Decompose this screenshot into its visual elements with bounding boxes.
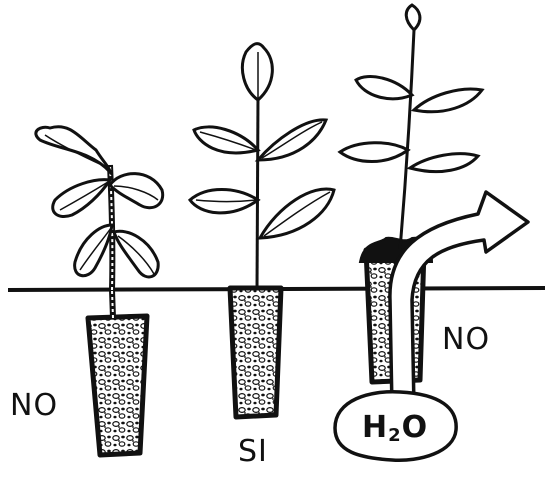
water-h: H — [362, 410, 388, 445]
label-water: H2O — [362, 410, 428, 446]
label-middle-si: SI — [238, 434, 268, 469]
label-right-no: NO — [442, 322, 490, 357]
left-soil-plug — [88, 316, 147, 455]
right-plant-group — [335, 5, 528, 460]
middle-plant-group — [190, 44, 334, 417]
right-leaf-4 — [340, 143, 408, 162]
middle-soil-plug — [230, 288, 281, 417]
middle-stem — [257, 95, 258, 290]
left-leaf-2 — [110, 174, 163, 208]
water-arrow — [390, 192, 528, 408]
water-sub: 2 — [388, 425, 402, 446]
right-leaf-2 — [356, 76, 412, 98]
label-left-no: NO — [10, 388, 58, 423]
right-leaf-5 — [410, 154, 478, 172]
left-leaf-1 — [36, 127, 110, 172]
right-leaf-3 — [414, 89, 482, 112]
right-stem — [400, 30, 414, 250]
water-o: O — [402, 410, 429, 445]
right-leaf-top — [406, 5, 420, 30]
